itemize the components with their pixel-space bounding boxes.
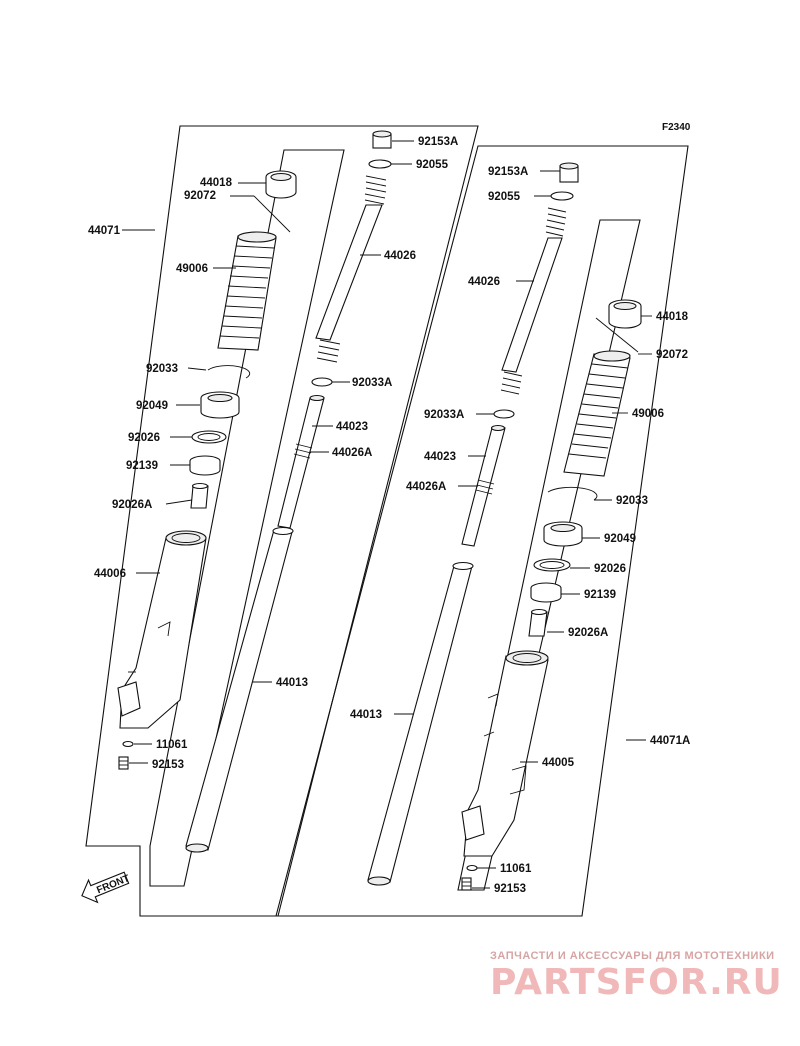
part-92055-left xyxy=(368,159,392,169)
part-44013-right xyxy=(367,561,474,886)
label-92049-right: 92049 xyxy=(604,533,636,545)
figure-ref: F2340 xyxy=(662,122,691,133)
frame-44071 xyxy=(85,125,479,917)
part-92153-right xyxy=(461,877,472,891)
right-fork-parts xyxy=(461,299,642,891)
label-44023-right: 44023 xyxy=(424,451,456,463)
watermark-tagline: ЗАПЧАСТИ И АКСЕССУАРЫ ДЛЯ МОТОТЕХНИКИ xyxy=(490,950,775,962)
part-44026-right xyxy=(500,207,567,395)
label-92026A-right: 92026A xyxy=(568,627,608,639)
part-44026-left xyxy=(315,175,387,363)
part-44026A-left xyxy=(293,443,313,459)
label-92153A-left: 92153A xyxy=(418,136,458,148)
part-92055-right xyxy=(550,191,574,201)
front-arrow: FRONT xyxy=(81,871,131,904)
part-44018-right xyxy=(608,299,642,329)
part-92033-right xyxy=(547,486,598,501)
leader-lines xyxy=(122,140,652,889)
part-92033A-left xyxy=(311,377,333,387)
label-92049-left: 92049 xyxy=(136,400,168,412)
labels-left: 44071 44018 92072 49006 92033 92049 9202… xyxy=(88,136,458,771)
label-44026-left: 44026 xyxy=(384,250,416,262)
part-49006-left xyxy=(217,231,277,351)
label-44026A-right: 44026A xyxy=(406,481,446,493)
right-tube-parts xyxy=(367,162,579,886)
label-92033-right: 92033 xyxy=(616,495,648,507)
frame-44071A xyxy=(275,145,689,917)
label-44071A: 44071A xyxy=(650,735,690,747)
front-arrow-icon xyxy=(81,871,130,904)
label-92033A-left: 92033A xyxy=(352,377,392,389)
label-92153-right: 92153 xyxy=(494,883,526,895)
label-49006-right: 49006 xyxy=(632,408,664,420)
watermark-logo: PARTSFOR.RU xyxy=(490,962,783,1003)
part-49006-right xyxy=(563,350,631,477)
label-92153A-right: 92153A xyxy=(488,166,528,178)
label-44071: 44071 xyxy=(88,225,121,237)
part-92153A-right xyxy=(559,162,579,183)
part-92139-right xyxy=(530,582,562,603)
part-92072-right xyxy=(595,317,639,353)
label-11061-right: 11061 xyxy=(500,863,532,875)
part-11061-left xyxy=(122,740,134,748)
label-92026-left: 92026 xyxy=(128,432,160,444)
label-92055-right: 92055 xyxy=(488,191,521,203)
label-92139-right: 92139 xyxy=(584,589,616,601)
label-92033A-right: 92033A xyxy=(424,409,464,421)
label-92153-left: 92153 xyxy=(152,759,184,771)
label-44026-right: 44026 xyxy=(468,276,500,288)
part-92026A-right xyxy=(528,608,548,637)
frames xyxy=(85,125,689,917)
frame-left-inner xyxy=(149,149,345,887)
label-44013-left: 44013 xyxy=(276,677,308,689)
part-44006-left xyxy=(117,530,207,729)
part-44026A-right xyxy=(475,479,495,495)
part-44023-left xyxy=(277,394,325,529)
part-92153-left xyxy=(118,756,129,770)
left-fork-parts xyxy=(117,170,297,770)
part-44005-right xyxy=(461,650,549,857)
part-92033A-right xyxy=(493,409,515,419)
label-92055-left: 92055 xyxy=(416,159,449,171)
part-92139-left xyxy=(189,455,221,476)
label-44023-left: 44023 xyxy=(336,421,368,433)
left-tube-parts xyxy=(185,130,392,853)
part-11061-right xyxy=(466,864,478,872)
part-44018-left xyxy=(265,170,297,199)
label-92139-left: 92139 xyxy=(126,460,158,472)
label-92033-left: 92033 xyxy=(146,363,178,375)
part-92026A-left xyxy=(190,482,209,509)
label-44018-right: 44018 xyxy=(656,311,689,323)
part-92033-left xyxy=(207,365,251,379)
part-92072-left xyxy=(253,195,291,233)
label-49006-left: 49006 xyxy=(176,263,208,275)
part-92049-left xyxy=(200,391,240,419)
label-11061-left: 11061 xyxy=(156,739,188,751)
label-92026-right: 92026 xyxy=(594,563,626,575)
label-44006-left: 44006 xyxy=(94,568,126,580)
part-92153A-left xyxy=(372,130,392,149)
part-44013-left xyxy=(185,526,294,853)
part-92049-right xyxy=(543,521,583,547)
label-92026A-left: 92026A xyxy=(112,499,152,511)
part-92026-left xyxy=(191,430,227,444)
label-92072-right: 92072 xyxy=(656,349,688,361)
label-44026A-left: 44026A xyxy=(332,447,372,459)
part-92026-right xyxy=(533,558,571,572)
labels-right: 92153A 92055 44026 92033A 44023 44026A 4… xyxy=(350,166,690,895)
label-44013-right: 44013 xyxy=(350,709,382,721)
label-44005-right: 44005 xyxy=(542,757,575,769)
label-92072-left: 92072 xyxy=(184,190,216,202)
label-44018-left: 44018 xyxy=(200,177,233,189)
